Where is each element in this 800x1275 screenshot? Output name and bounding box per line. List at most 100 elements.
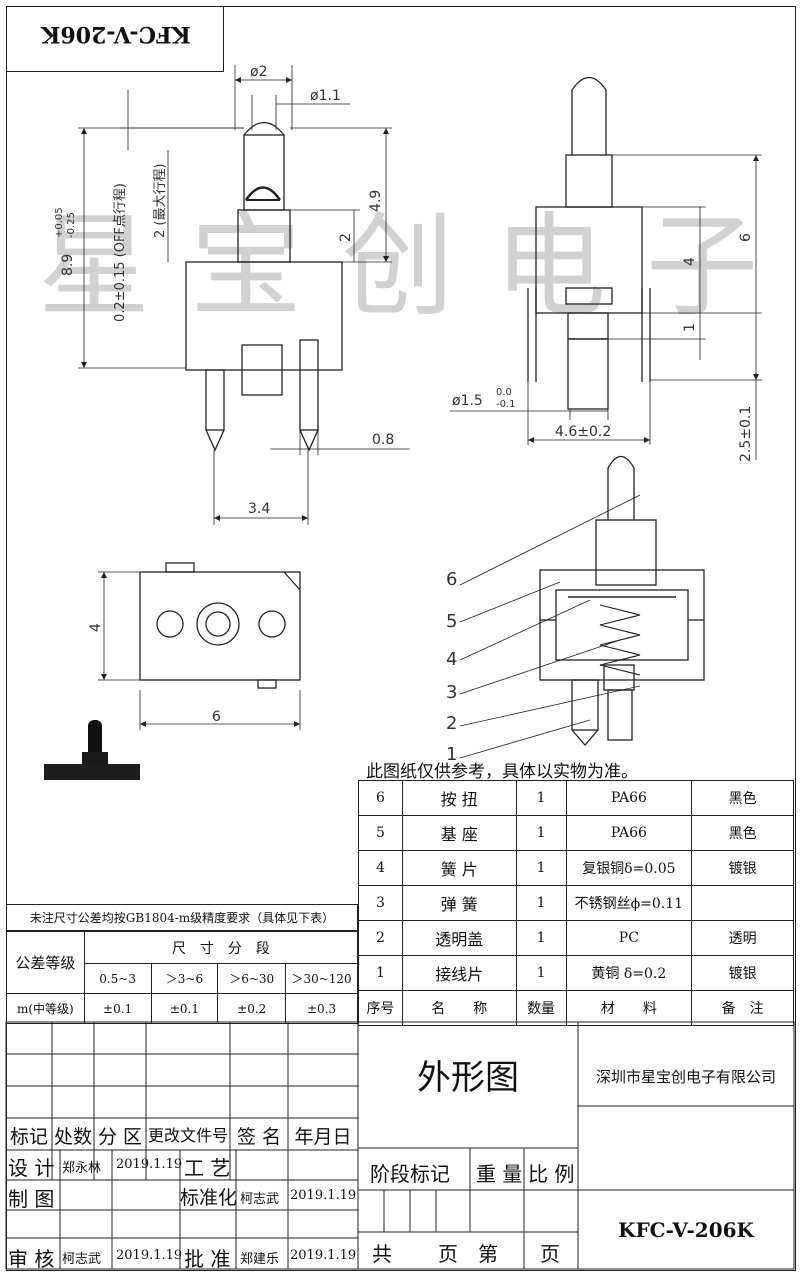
tol-value: ±0.3 <box>285 993 358 1024</box>
dim-d1-5-up: 0.0 <box>496 387 512 398</box>
parts-cell-material: 复银铜δ=0.05 <box>565 850 693 886</box>
parts-cell-remark: 镀银 <box>691 955 794 991</box>
craft-label: 工 艺 <box>184 1156 231 1180</box>
revision-header: 处数 <box>53 1126 92 1148</box>
parts-cell-no: 4 <box>358 850 403 886</box>
std-name: 柯志武 <box>240 1192 280 1207</box>
weight-label: 重 量 <box>476 1162 523 1186</box>
dim-h8-9: 8.9 <box>60 254 76 276</box>
parts-cell-material: PC <box>565 920 693 956</box>
parts-cell-name: 基 座 <box>401 815 517 851</box>
dim-h8-9-dn: -0.25 <box>66 212 77 238</box>
dim-r6: 6 <box>738 233 754 242</box>
callout-3: 3 <box>446 682 457 703</box>
dim-w3-4: 3.4 <box>248 501 270 517</box>
dim-r4: 4 <box>682 257 698 266</box>
dim-b-6: 6 <box>212 709 221 725</box>
revision-header: 年月日 <box>294 1126 352 1148</box>
parts-cell-qty: 1 <box>515 920 567 956</box>
callout-1: 1 <box>446 744 457 765</box>
tolerance-title: 未注尺寸公差均按GB1804-m级精度要求（具体见下表） <box>6 904 358 931</box>
design-name: 郑永林 <box>62 1161 102 1176</box>
page-no-label: 第 <box>478 1242 498 1266</box>
tol-size-label: 尺 寸 分 段 <box>83 931 359 964</box>
tol-range: ＞30~120 <box>285 963 358 994</box>
review-label: 审 核 <box>8 1247 55 1271</box>
dim-h0-2: 0.2±0.15 (OFF点行程) <box>113 183 128 322</box>
dim-d1-5-dn: -0.1 <box>496 399 516 410</box>
tol-range: ＞3~6 <box>150 963 219 994</box>
watermark: 星宝创电子 <box>38 202 798 332</box>
callout-5: 5 <box>446 611 457 632</box>
parts-cell-material: 黄铜 δ=0.2 <box>565 955 693 991</box>
dim-d2: ø2 <box>250 64 267 80</box>
dim-h8-9-up: +0.05 <box>54 207 65 238</box>
parts-cell-qty: 1 <box>515 850 567 886</box>
callout-6: 6 <box>446 569 457 590</box>
dim-d1-1: ø1.1 <box>310 88 341 104</box>
revision-header: 标记 <box>9 1126 48 1148</box>
company-name: 深圳市星宝创电子有限公司 <box>595 1068 776 1086</box>
header-remark: 备 注 <box>691 990 794 1026</box>
draw-label: 制 图 <box>8 1187 55 1211</box>
dim-h2: 2 <box>338 233 354 242</box>
page-label-2: 页 <box>540 1242 560 1266</box>
title-block-grid <box>5 1021 795 1270</box>
approve-label: 批 准 <box>184 1247 231 1271</box>
tol-value: ±0.1 <box>83 993 152 1024</box>
std-label: 标准化 <box>180 1187 238 1209</box>
std-date: 2019.1.19 <box>290 1188 357 1203</box>
total-label: 共 <box>372 1242 392 1266</box>
parts-cell-remark <box>691 885 794 921</box>
parts-cell-remark: 透明 <box>691 920 794 956</box>
drawing-border <box>6 6 796 1271</box>
drawing-title: 外形图 <box>417 1058 519 1098</box>
product-photo <box>44 720 140 780</box>
review-name: 柯志武 <box>62 1252 102 1267</box>
parts-header-row: 序号 名 称 数量 材 料 备 注 <box>358 990 794 1026</box>
approve-name: 郑建乐 <box>240 1252 280 1267</box>
review-date: 2019.1.19 <box>116 1248 183 1263</box>
header-material: 材 料 <box>565 990 693 1026</box>
technical-drawing: 星宝创电子 <box>38 64 798 780</box>
parts-cell-name: 透明盖 <box>401 920 517 956</box>
callout-4: 4 <box>446 649 457 670</box>
parts-cell-qty: 1 <box>515 780 567 816</box>
revision-header: 分 区 <box>97 1126 143 1148</box>
parts-cell-name: 簧 片 <box>401 850 517 886</box>
dim-h4-9: 4.9 <box>368 190 384 212</box>
revision-header: 更改文件号 <box>147 1126 228 1145</box>
parts-cell-remark: 黑色 <box>691 815 794 851</box>
parts-cell-material: 不锈钢丝ϕ=0.11 <box>565 885 693 921</box>
parts-cell-remark: 镀银 <box>691 850 794 886</box>
tolerance-table: 公差等级 尺 寸 分 段 0.5~3＞3~6＞6~30＞30~120 m(中等级… <box>6 931 359 1024</box>
stage-label: 阶段标记 <box>370 1162 450 1186</box>
dim-d1-5: ø1.5 <box>452 393 483 409</box>
parts-cell-qty: 1 <box>515 815 567 851</box>
approve-date: 2019.1.19 <box>290 1248 357 1263</box>
dim-r1: 1 <box>682 323 698 332</box>
parts-cell-material: PA66 <box>565 815 693 851</box>
tol-range: 0.5~3 <box>83 963 152 994</box>
dim-b-4: 4 <box>88 623 104 632</box>
revision-headers: 标记处数分 区更改文件号签 名年月日 <box>6 1120 358 1150</box>
tol-value: ±0.2 <box>217 993 287 1024</box>
tol-grade-label: 公差等级 <box>6 931 85 994</box>
page-label: 页 <box>438 1242 458 1266</box>
scale-label: 比 例 <box>528 1162 575 1186</box>
tol-row-label: m(中等级) <box>6 993 85 1024</box>
parts-cell-name: 弹 簧 <box>401 885 517 921</box>
dim-w4-6: 4.6±0.2 <box>555 424 611 440</box>
parts-cell-remark: 黑色 <box>691 780 794 816</box>
bottom-view <box>139 562 301 689</box>
tol-value: ±0.1 <box>150 993 219 1024</box>
reference-note: 此图纸仅供参考，具体以实物为准。 <box>366 762 638 782</box>
design-label: 设 计 <box>8 1156 55 1180</box>
parts-cell-qty: 1 <box>515 885 567 921</box>
